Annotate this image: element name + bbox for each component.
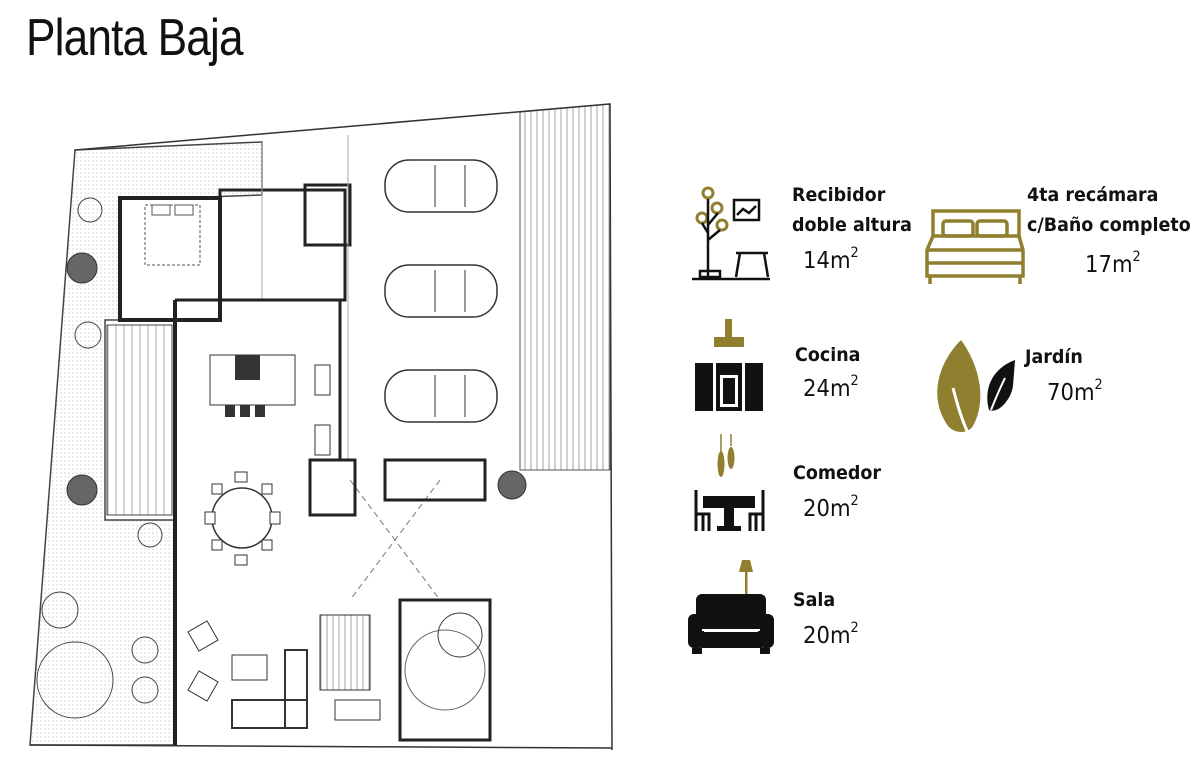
- legend-area: 20: [803, 623, 830, 649]
- bed-icon: [925, 209, 1025, 284]
- dining-table-icon: [694, 434, 765, 531]
- legend-label: c/Baño completo: [1027, 214, 1191, 236]
- tree-lamp-table-icon: [692, 186, 770, 281]
- legend-area: 20: [803, 496, 830, 522]
- legend-label: Jardín: [1025, 346, 1083, 368]
- bedroom: [118, 196, 222, 322]
- legend-label: 4ta recámara: [1027, 184, 1159, 206]
- legend-label: Comedor: [793, 462, 882, 484]
- deck: [106, 324, 173, 516]
- floor-plan: [29, 103, 613, 751]
- legend-label: Recibidor: [792, 184, 886, 206]
- sofa-lamp-icon: [688, 560, 774, 654]
- legend-area: 17: [1085, 252, 1112, 278]
- legend-area: 14: [803, 248, 830, 274]
- legend-area: 70: [1047, 380, 1074, 406]
- cars: [384, 159, 498, 423]
- legend-area: 24: [803, 376, 830, 402]
- kitchen-stove-icon: [695, 319, 763, 411]
- legend-label: doble altura: [792, 214, 912, 236]
- page-title: Planta Baja: [26, 9, 244, 67]
- stairs: [319, 614, 371, 691]
- legend-label: Sala: [793, 589, 836, 611]
- leaves-icon: [937, 340, 1015, 434]
- trees: [66, 252, 527, 506]
- right-garden-stripes: [519, 103, 611, 471]
- dining-table: [211, 487, 273, 549]
- sofa: [231, 699, 308, 729]
- legend-label: Cocina: [795, 344, 861, 366]
